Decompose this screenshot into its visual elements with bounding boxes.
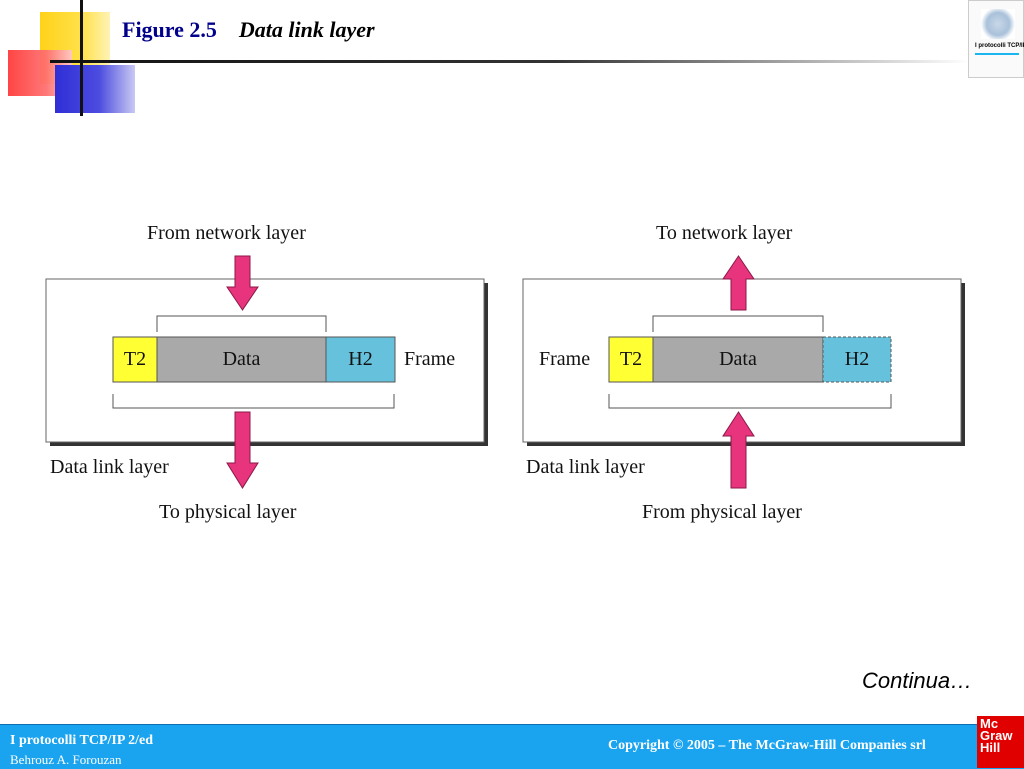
- receiver-frame-bracket: [608, 394, 892, 409]
- receiver-bottom-label: From physical layer: [642, 501, 802, 523]
- receiver-top-label: To network layer: [656, 222, 793, 244]
- sender-panel: [45, 255, 488, 489]
- book-cover-title: I protocolli TCP/IP: [975, 43, 1024, 49]
- header-vertical-line: [80, 0, 83, 116]
- sender-data-bracket: [156, 315, 327, 332]
- sender-bottom-label: To physical layer: [159, 501, 297, 523]
- footer-copyright: Copyright © 2005 – The McGraw-Hill Compa…: [608, 738, 926, 753]
- footer-book-title: I protocolli TCP/IP 2/ed: [10, 733, 153, 748]
- mcgraw-hill-logo: Mc Graw Hill: [977, 716, 1024, 768]
- footer-author: Behrouz A. Forouzan: [10, 752, 122, 767]
- figure-topic: Data link layer: [238, 17, 375, 42]
- logo-line-2: Graw: [980, 728, 1013, 743]
- sender-data-label: Data: [222, 348, 261, 370]
- sender-down-arrow-top: [226, 255, 259, 311]
- receiver-up-arrow-top: [722, 255, 755, 311]
- footer-bar: I protocolli TCP/IP 2/ed Behrouz A. Foro…: [0, 724, 1024, 769]
- sender-layer-label: Data link layer: [50, 456, 169, 478]
- sender-frame-label: Frame: [404, 348, 456, 370]
- receiver-frame-label: Frame: [539, 348, 591, 370]
- slide-title: Figure 2.5 Data link layer: [122, 17, 375, 43]
- sender-h2-label: H2: [348, 348, 373, 370]
- figure-number: Figure 2.5: [122, 17, 217, 42]
- book-cover-bar: [975, 53, 1019, 55]
- sender-down-arrow-bottom: [226, 411, 259, 489]
- sender-top-label: From network layer: [147, 222, 306, 244]
- sender-h2-cell: [325, 336, 396, 383]
- receiver-h2-cell: [822, 336, 892, 383]
- continua-label: Continua…: [862, 668, 973, 693]
- receiver-data-label: Data: [719, 348, 757, 370]
- receiver-h2-label: H2: [844, 348, 870, 370]
- header-horizontal-line: [50, 60, 970, 63]
- header-decoration-blue: [55, 65, 135, 113]
- receiver-layer-label: Data link layer: [526, 456, 645, 478]
- receiver-panel: [522, 255, 965, 489]
- logo-line-1: Mc: [980, 716, 999, 731]
- sender-frame-bracket: [112, 394, 395, 409]
- receiver-data-cell: [652, 336, 824, 383]
- receiver-data-bracket: [652, 315, 824, 332]
- receiver-up-arrow-bottom: [722, 411, 755, 489]
- book-cover-image: [981, 9, 1015, 39]
- receiver-t2-label: T2: [619, 348, 643, 370]
- logo-line-3: Hill: [980, 740, 1001, 755]
- receiver-t2-cell: [608, 336, 654, 383]
- book-cover-thumbnail: I protocolli TCP/IP: [968, 0, 1024, 78]
- sender-t2-label: T2: [123, 348, 147, 370]
